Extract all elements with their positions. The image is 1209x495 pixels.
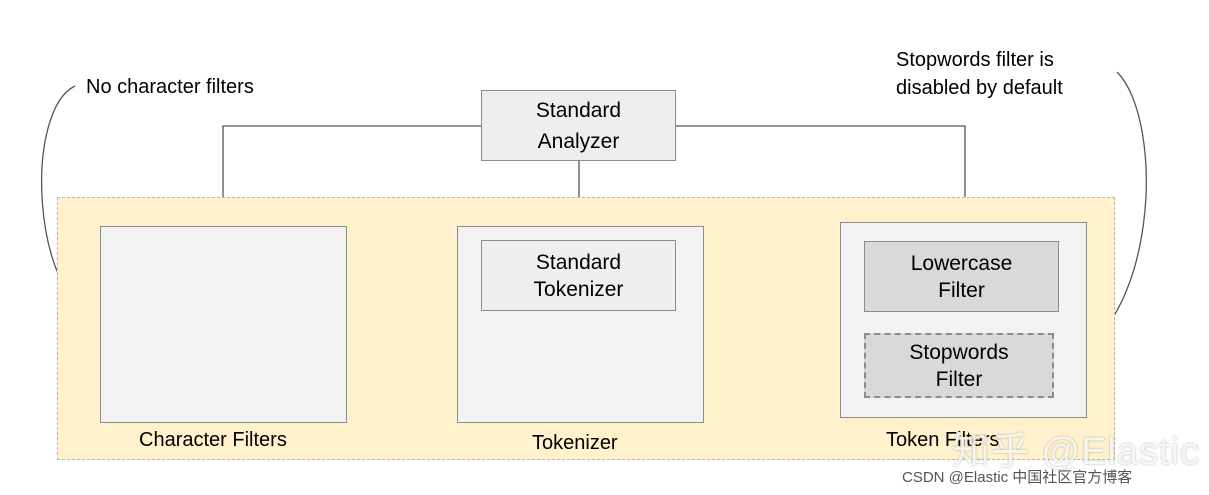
connector-to-character-filters (219, 125, 481, 225)
stopwords-filter-box: Stopwords Filter (864, 333, 1054, 398)
connector-to-token-filters (676, 125, 969, 221)
character-filters-caption: Character Filters (139, 429, 287, 451)
no-character-filters-note: No character filters (86, 76, 254, 98)
csdn-watermark: CSDN @Elastic 中国社区官方博客 (902, 469, 1133, 486)
standard-tokenizer-box: Standard Tokenizer (481, 240, 676, 311)
lowercase-filter-box: Lowercase Filter (864, 241, 1059, 312)
token-filters-caption: Token Filters (886, 429, 1000, 451)
standard-analyzer-box: Standard Analyzer (481, 90, 676, 161)
zhihu-watermark: 知乎 @Elastic (952, 431, 1201, 473)
character-filters-box (100, 226, 347, 423)
tokenizer-caption: Tokenizer (532, 432, 618, 454)
stopwords-disabled-note: Stopwords filter is disabled by default (896, 49, 1063, 99)
